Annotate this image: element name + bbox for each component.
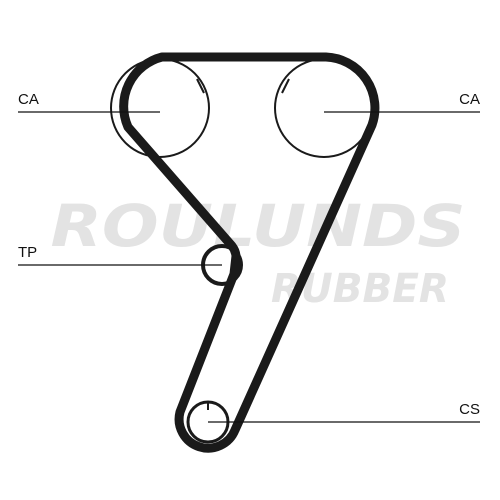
label-tp: TP — [18, 244, 37, 261]
watermark-text-roulunds: ROULUNDS — [51, 192, 466, 260]
timing-belt — [119, 52, 380, 453]
label-ca-left: CA — [18, 91, 39, 108]
leader-lines — [18, 111, 480, 423]
label-ca-right: CA — [459, 91, 480, 108]
timing-mark-right — [281, 78, 290, 94]
camshaft-pulley-right — [274, 58, 374, 158]
camshaft-pulley-left — [110, 58, 210, 158]
timing-mark-left — [196, 78, 205, 94]
label-cs: CS — [459, 401, 480, 418]
watermark-logo: ROULUNDS RUBBER — [51, 192, 466, 312]
